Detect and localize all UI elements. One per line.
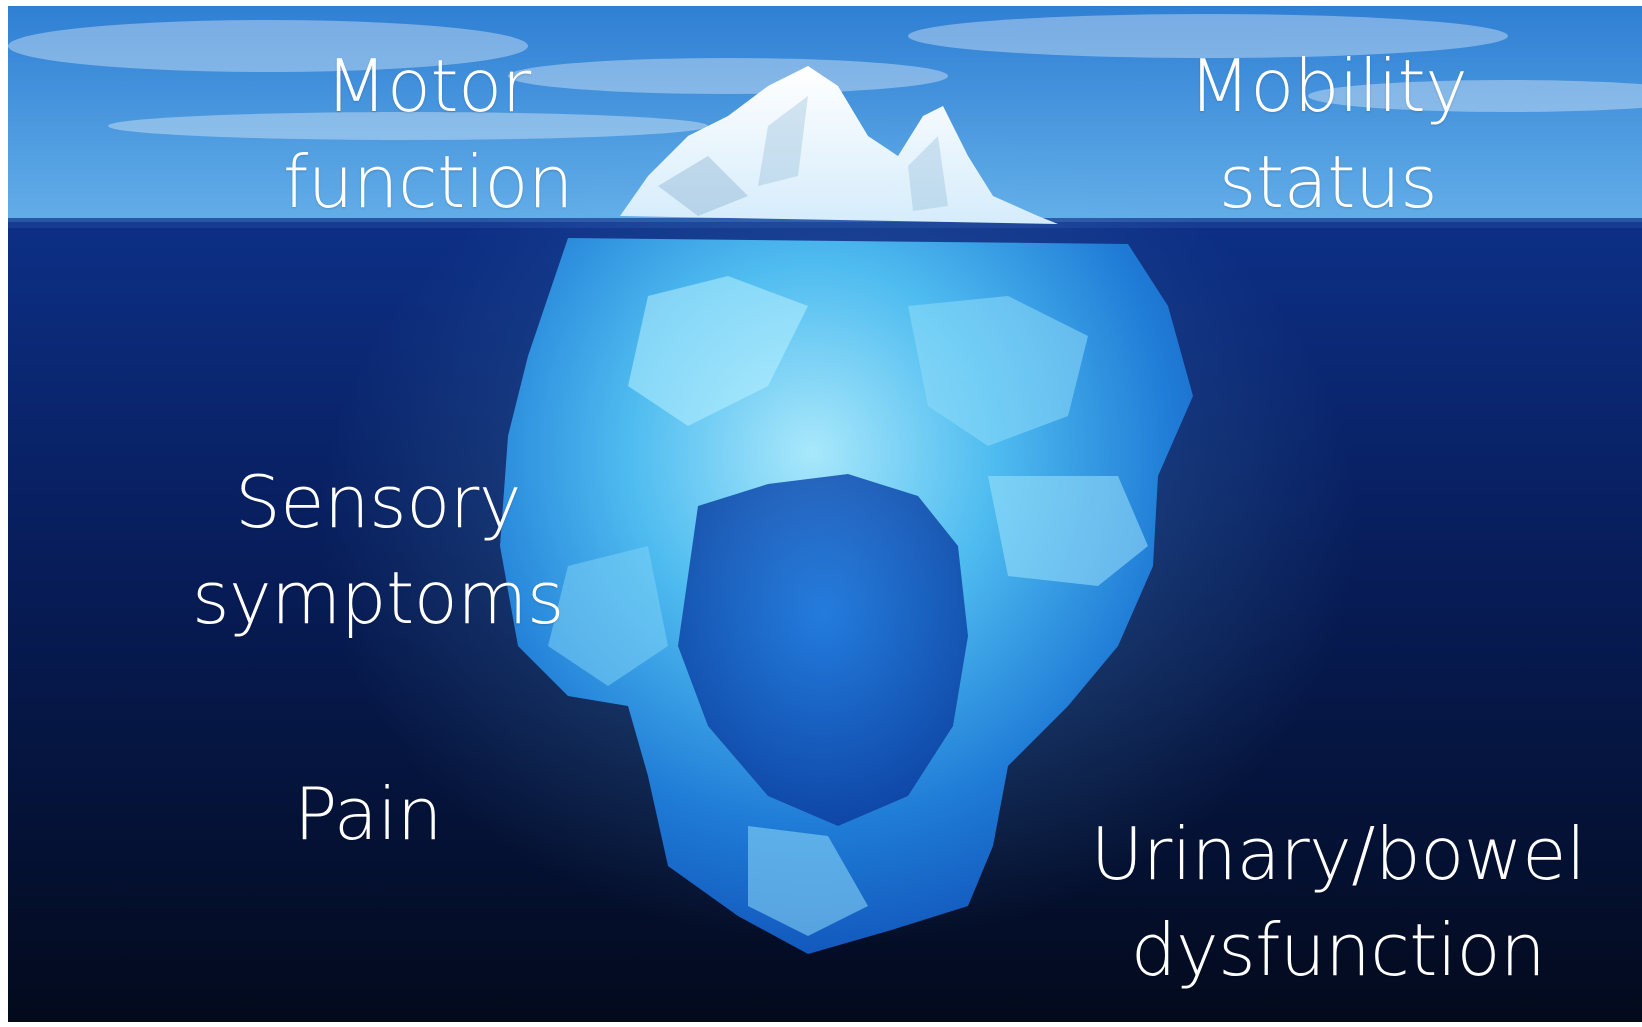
label-line: Pain (268, 766, 468, 862)
label-line: status (1158, 134, 1498, 230)
label-line: function (258, 134, 598, 230)
label-line: Sensory (188, 454, 568, 550)
label-line: Urinary/bowel (1058, 806, 1618, 902)
label-line: dysfunction (1058, 902, 1618, 998)
iceberg-illustration: Motor function Mobility status Sensory s… (8, 6, 1642, 1022)
label-mobility-status: Mobility status (1158, 38, 1498, 230)
label-sensory-symptoms: Sensory symptoms (188, 454, 568, 646)
label-urinary-bowel-dysfunction: Urinary/bowel dysfunction (1058, 806, 1618, 998)
label-line: symptoms (188, 550, 568, 646)
label-motor-function: Motor function (258, 38, 598, 230)
label-line: Mobility (1158, 38, 1498, 134)
label-line: Motor (258, 38, 598, 134)
label-pain: Pain (268, 766, 468, 862)
